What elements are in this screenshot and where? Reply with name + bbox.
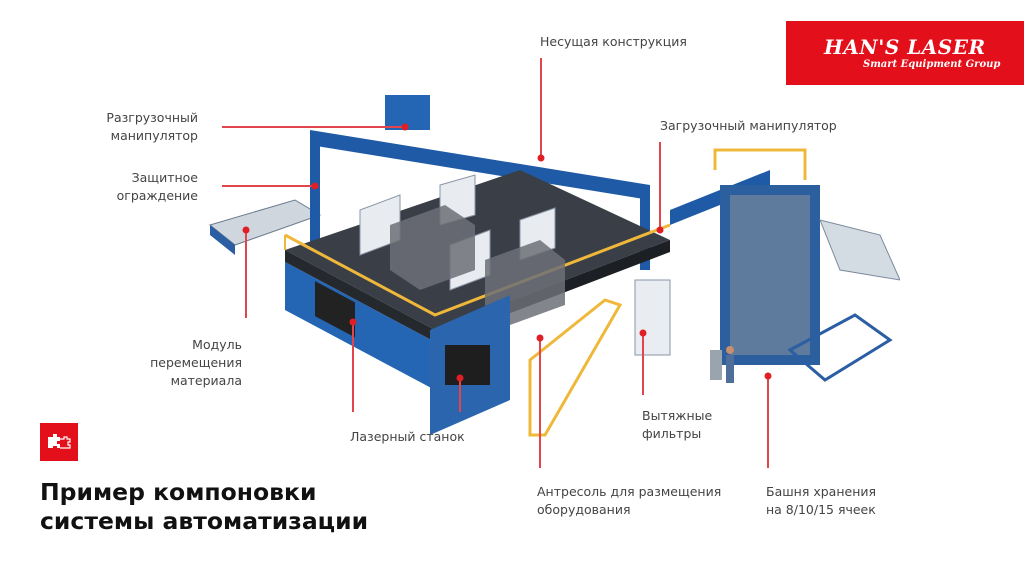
label-line: Вытяжные: [642, 408, 713, 423]
callout-line: [352, 322, 354, 412]
callout-dot: [764, 372, 772, 380]
label-line: Защитное: [131, 170, 198, 185]
callout-dot: [349, 318, 357, 326]
puzzle-icon: [40, 423, 78, 461]
label-line: Разгрузочный: [106, 110, 198, 125]
label-line: перемещения: [150, 355, 242, 370]
hans-laser-logo: HAN'S LASER Smart Equipment Group: [786, 21, 1024, 85]
label-load-manipulator: Загрузочный манипулятор: [660, 118, 837, 133]
label-support-structure: Несущая конструкция: [540, 34, 687, 49]
callout-line: [539, 338, 541, 468]
callout-dot: [639, 329, 647, 337]
callout-line: [245, 230, 247, 318]
automation-system-illustration: [208, 95, 900, 437]
callout-dot: [242, 226, 250, 234]
callout-dot: [536, 334, 544, 342]
label-mezzanine: Антресоль для размещения оборудования: [537, 483, 721, 519]
label-line: фильтры: [642, 426, 702, 441]
label-line: Модуль: [192, 337, 242, 352]
label-transfer-module: Модуль перемещения материала: [100, 336, 242, 390]
callout-dot: [401, 123, 409, 131]
label-line: Башня хранения: [766, 484, 877, 499]
label-guard: Защитное ограждение: [60, 169, 198, 205]
page-title: Пример компоновки системы автоматизации: [40, 478, 368, 536]
label-line: материала: [170, 373, 242, 388]
title-line: системы автоматизации: [40, 507, 369, 535]
callout-dot: [311, 182, 319, 190]
label-line: манипулятор: [110, 128, 198, 143]
callout-line: [642, 333, 644, 395]
logo-name: HAN'S LASER: [824, 35, 986, 59]
callout-dot: [656, 226, 664, 234]
callout-line: [459, 378, 461, 412]
callout-dot: [537, 154, 545, 162]
callout-line: [767, 376, 769, 468]
label-line: на 8/10/15 ячеек: [766, 502, 876, 517]
callout-line: [222, 185, 315, 187]
label-line: оборудования: [537, 502, 631, 517]
label-storage-tower: Башня хранения на 8/10/15 ячеек: [766, 483, 876, 519]
logo-tagline: Smart Equipment Group: [863, 59, 1001, 70]
callout-line: [659, 142, 661, 230]
label-line: Антресоль для размещения: [537, 484, 722, 499]
label-laser-machine: Лазерный станок: [350, 429, 465, 444]
title-line: Пример компоновки: [40, 478, 317, 506]
label-exhaust-filters: Вытяжные фильтры: [642, 407, 712, 443]
callout-line: [222, 126, 405, 128]
label-line: ограждение: [116, 188, 198, 203]
callout-dot: [456, 374, 464, 382]
callout-line: [540, 58, 542, 158]
label-unload-manipulator: Разгрузочный манипулятор: [60, 109, 198, 145]
